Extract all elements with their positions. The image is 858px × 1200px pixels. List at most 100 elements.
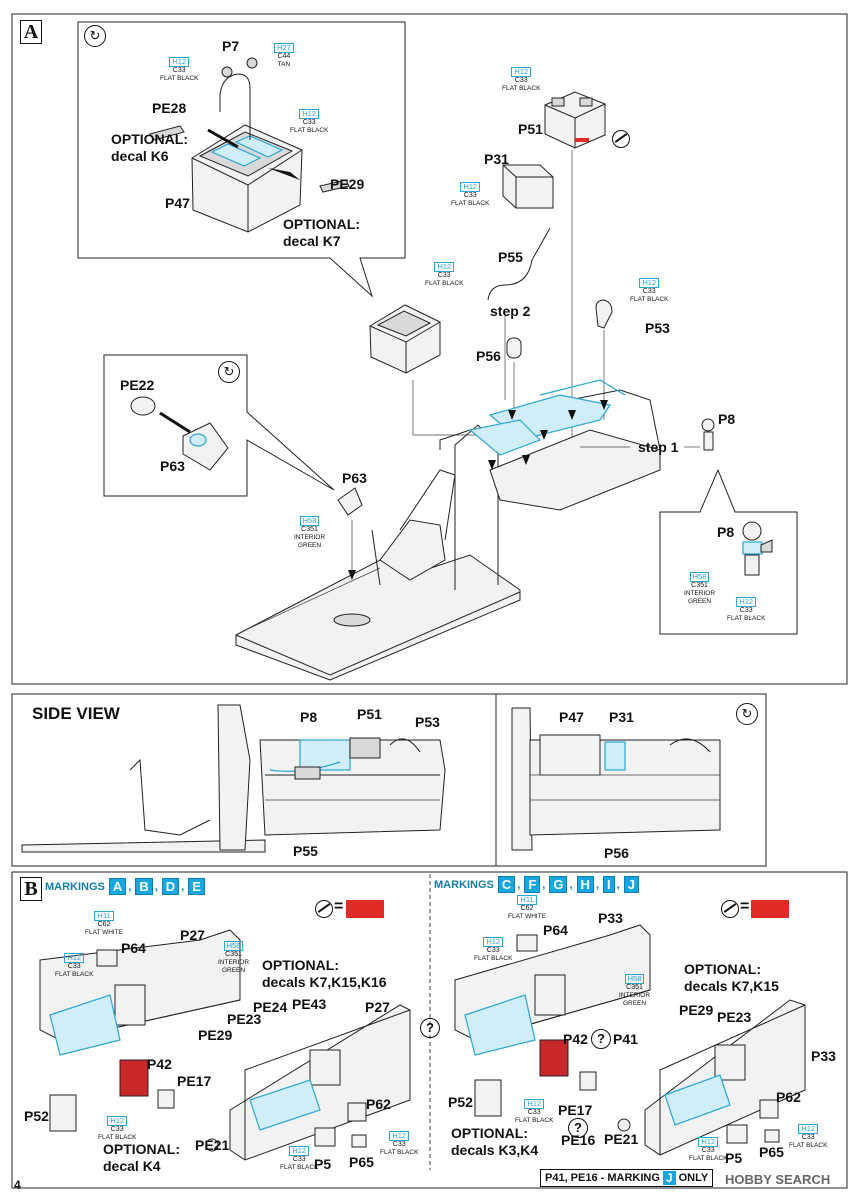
rotate-icon: ↻ — [736, 703, 758, 725]
part-label-p27: P27 — [180, 927, 205, 943]
part-label-p27b: P27 — [365, 999, 390, 1015]
p8-inset-part — [742, 521, 773, 576]
part-label-pe23: PE23 — [227, 1011, 262, 1027]
part-label-p51: P51 — [518, 121, 543, 137]
part-label-p47: P47 — [165, 195, 190, 211]
side-label-p47: P47 — [559, 709, 584, 725]
cockpit-floor — [235, 379, 661, 681]
side-view-frame — [11, 693, 767, 867]
part-label-p65: P65 — [349, 1154, 374, 1170]
optional-decal-k4: OPTIONAL:decal K4 — [103, 1141, 180, 1174]
optional-k6-label: OPTIONAL:decal K6 — [111, 131, 188, 164]
question-icon: ? — [568, 1118, 588, 1138]
side-label-p56: P56 — [604, 845, 629, 861]
p56-part — [506, 337, 522, 359]
battery-small — [369, 304, 441, 374]
rotate-icon: ↻ — [218, 361, 240, 383]
part-label-pe29: PE29 — [198, 1027, 233, 1043]
section-b-frame — [11, 871, 848, 1189]
optional-decals-k3-k4: OPTIONAL:decals K3,K4 — [451, 1125, 539, 1158]
b-left-panel-2 — [229, 1004, 411, 1161]
part-label-p63: P63 — [342, 470, 367, 486]
side-view-right-drawing — [511, 707, 721, 851]
side-label-p53: P53 — [415, 714, 440, 730]
part-label-p5: P5 — [725, 1150, 743, 1166]
part-label-p64: P64 — [121, 940, 146, 956]
part-label-pe21: PE21 — [604, 1131, 639, 1147]
b-right-p42-decal — [539, 1039, 569, 1077]
b-left-panel-1 — [39, 929, 241, 1056]
part-label-pe21: PE21 — [195, 1137, 230, 1153]
part-label-pe17: PE17 — [558, 1102, 593, 1118]
part-label-p41: P41 — [613, 1031, 638, 1047]
part-label-p42: P42 — [147, 1056, 172, 1072]
side-label-p51: P51 — [357, 706, 382, 722]
part-label-pe17: PE17 — [177, 1073, 212, 1089]
part-label-p33b: P33 — [811, 1048, 836, 1064]
rotate-icon: ↻ — [84, 25, 106, 47]
part-label-pe43: PE43 — [292, 996, 327, 1012]
p31-part — [502, 164, 554, 209]
b-right-panel-1 — [454, 924, 651, 1056]
pe22-parts — [130, 396, 229, 471]
part-label-p52: P52 — [24, 1108, 49, 1124]
p8-part — [701, 418, 715, 451]
optional-decals-k7-k15: OPTIONAL:decals K7,K15 — [684, 961, 779, 994]
no-glue-icon — [315, 900, 333, 918]
side-view-title: SIDE VIEW — [32, 704, 120, 723]
step-b-badge: B — [20, 877, 42, 901]
watermark: HOBBY SEARCH — [725, 1172, 831, 1187]
part-label-pe29: PE29 — [330, 176, 365, 192]
part-label-pe28: PE28 — [152, 100, 187, 116]
part-label-p63-inset: P63 — [160, 458, 185, 474]
part-label-p64: P64 — [543, 922, 568, 938]
question-icon: ? — [420, 1018, 440, 1038]
part-label-pe23: PE23 — [717, 1009, 752, 1025]
part-label-p8-inset: P8 — [717, 524, 735, 540]
markings-left: MARKINGS A, B, D, E — [45, 878, 205, 895]
step-2-label: step 2 — [490, 303, 531, 319]
side-view-left-drawing — [21, 704, 446, 853]
section-a-frame — [11, 13, 848, 685]
part-label-pe29: PE29 — [679, 1002, 714, 1018]
side-label-p8: P8 — [300, 709, 318, 725]
part-label-pe24: PE24 — [253, 999, 288, 1015]
page-number: 4 — [14, 1178, 21, 1192]
part-label-p62: P62 — [776, 1089, 801, 1105]
part-label-p33: P33 — [598, 910, 623, 926]
optional-k7-label: OPTIONAL:decal K7 — [283, 216, 360, 249]
markings-right: MARKINGS C, F, G, H, I, J — [434, 876, 639, 893]
part-label-pe22: PE22 — [120, 377, 155, 393]
part-label-p7: P7 — [222, 38, 240, 54]
part-label-p52: P52 — [448, 1094, 473, 1110]
red-color-swatch — [751, 900, 789, 918]
pe22-inset-frame — [103, 354, 335, 497]
battery-inset-frame — [77, 21, 406, 298]
p8-inset-frame — [659, 468, 798, 635]
equals-sign: = — [740, 898, 750, 915]
part-label-p31: P31 — [484, 151, 509, 167]
b-right-panel-2 — [644, 999, 806, 1156]
part-label-p42: P42 — [563, 1031, 588, 1047]
no-glue-icon — [612, 130, 630, 148]
part-label-p65: P65 — [759, 1144, 784, 1160]
part-label-p56: P56 — [476, 348, 501, 364]
part-label-p62: P62 — [366, 1096, 391, 1112]
